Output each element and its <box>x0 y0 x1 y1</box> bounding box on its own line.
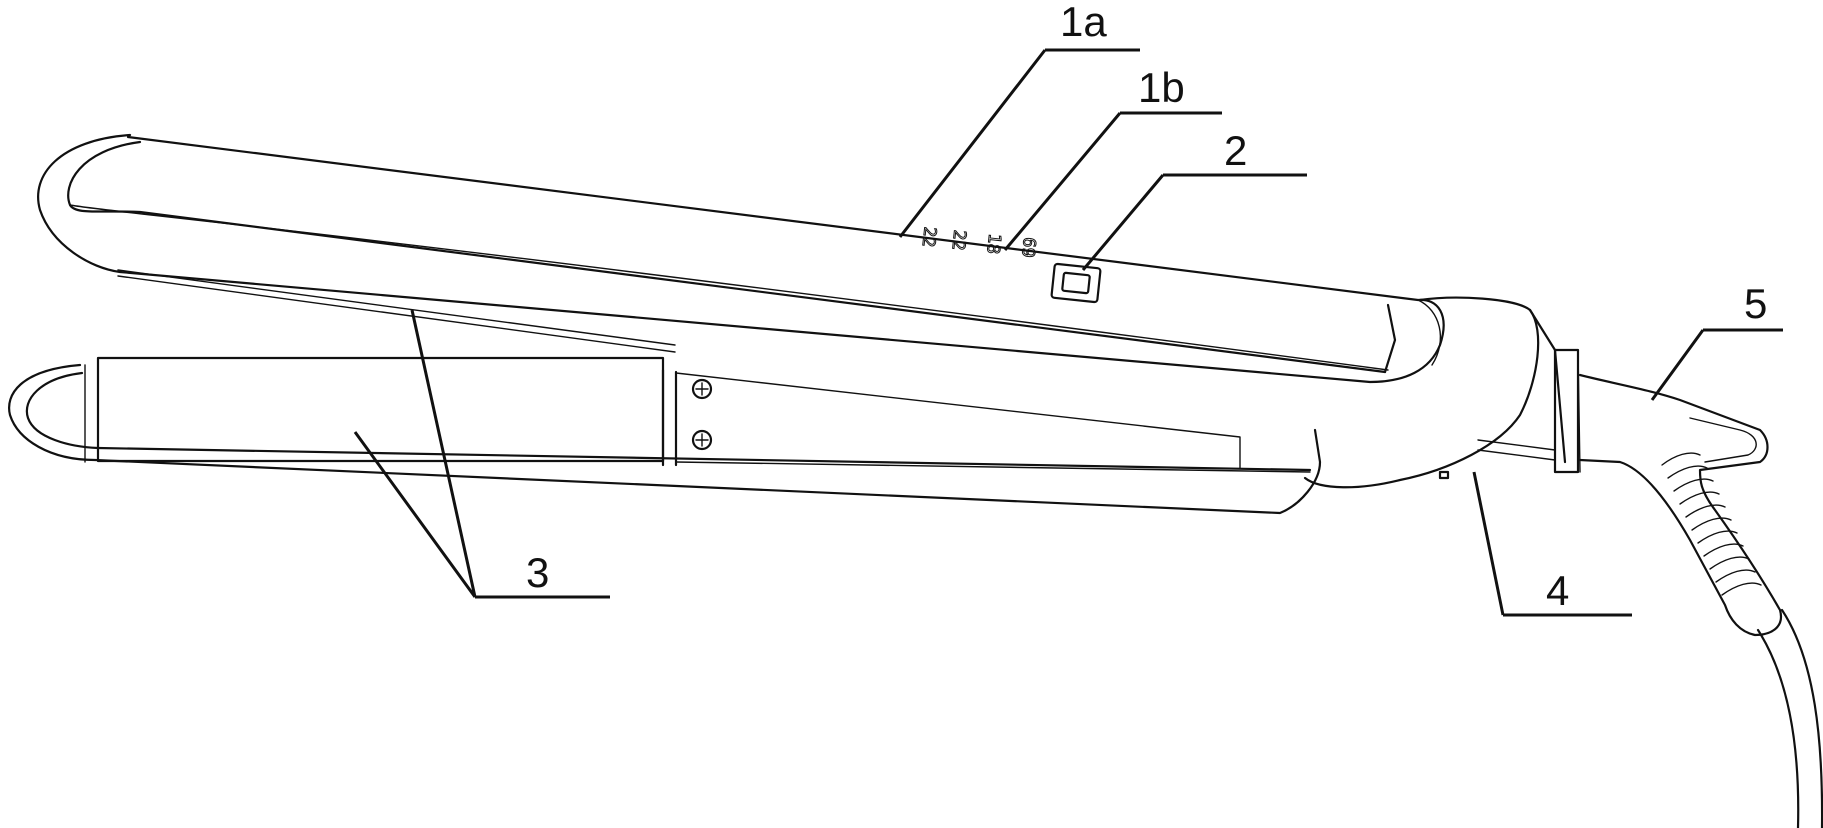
leader-lines <box>353 48 1783 617</box>
display-digits-1: 22 <box>918 226 940 248</box>
leader-1b <box>1003 111 1222 251</box>
cord-sleeve <box>1578 373 1783 637</box>
leader-4 <box>1472 471 1632 617</box>
leader-5 <box>1650 328 1783 401</box>
plate-screws <box>691 378 713 451</box>
reference-numerals: 1a 1b 2 3 4 5 <box>526 0 1767 614</box>
cord-ribs <box>1661 452 1762 596</box>
label-5: 5 <box>1744 280 1767 327</box>
label-1a: 1a <box>1060 0 1107 45</box>
display-digits-2: 22 <box>947 229 969 251</box>
power-cord <box>1756 608 1823 828</box>
label-4: 4 <box>1546 567 1569 614</box>
upper-arm <box>37 133 1445 384</box>
label-2: 2 <box>1224 127 1247 174</box>
label-3: 3 <box>526 549 549 596</box>
temperature-display: 22 22 18 69 <box>917 225 1039 259</box>
leader-2 <box>1081 173 1307 271</box>
display-digits-3: 18 <box>982 233 1004 255</box>
lower-arm <box>8 356 1322 515</box>
leader-1a <box>898 48 1140 238</box>
power-button <box>1050 262 1102 304</box>
display-digits-4: 69 <box>1017 236 1039 258</box>
label-1b: 1b <box>1138 64 1185 111</box>
hinge-housing <box>1303 296 1581 489</box>
leader-3 <box>353 309 610 599</box>
